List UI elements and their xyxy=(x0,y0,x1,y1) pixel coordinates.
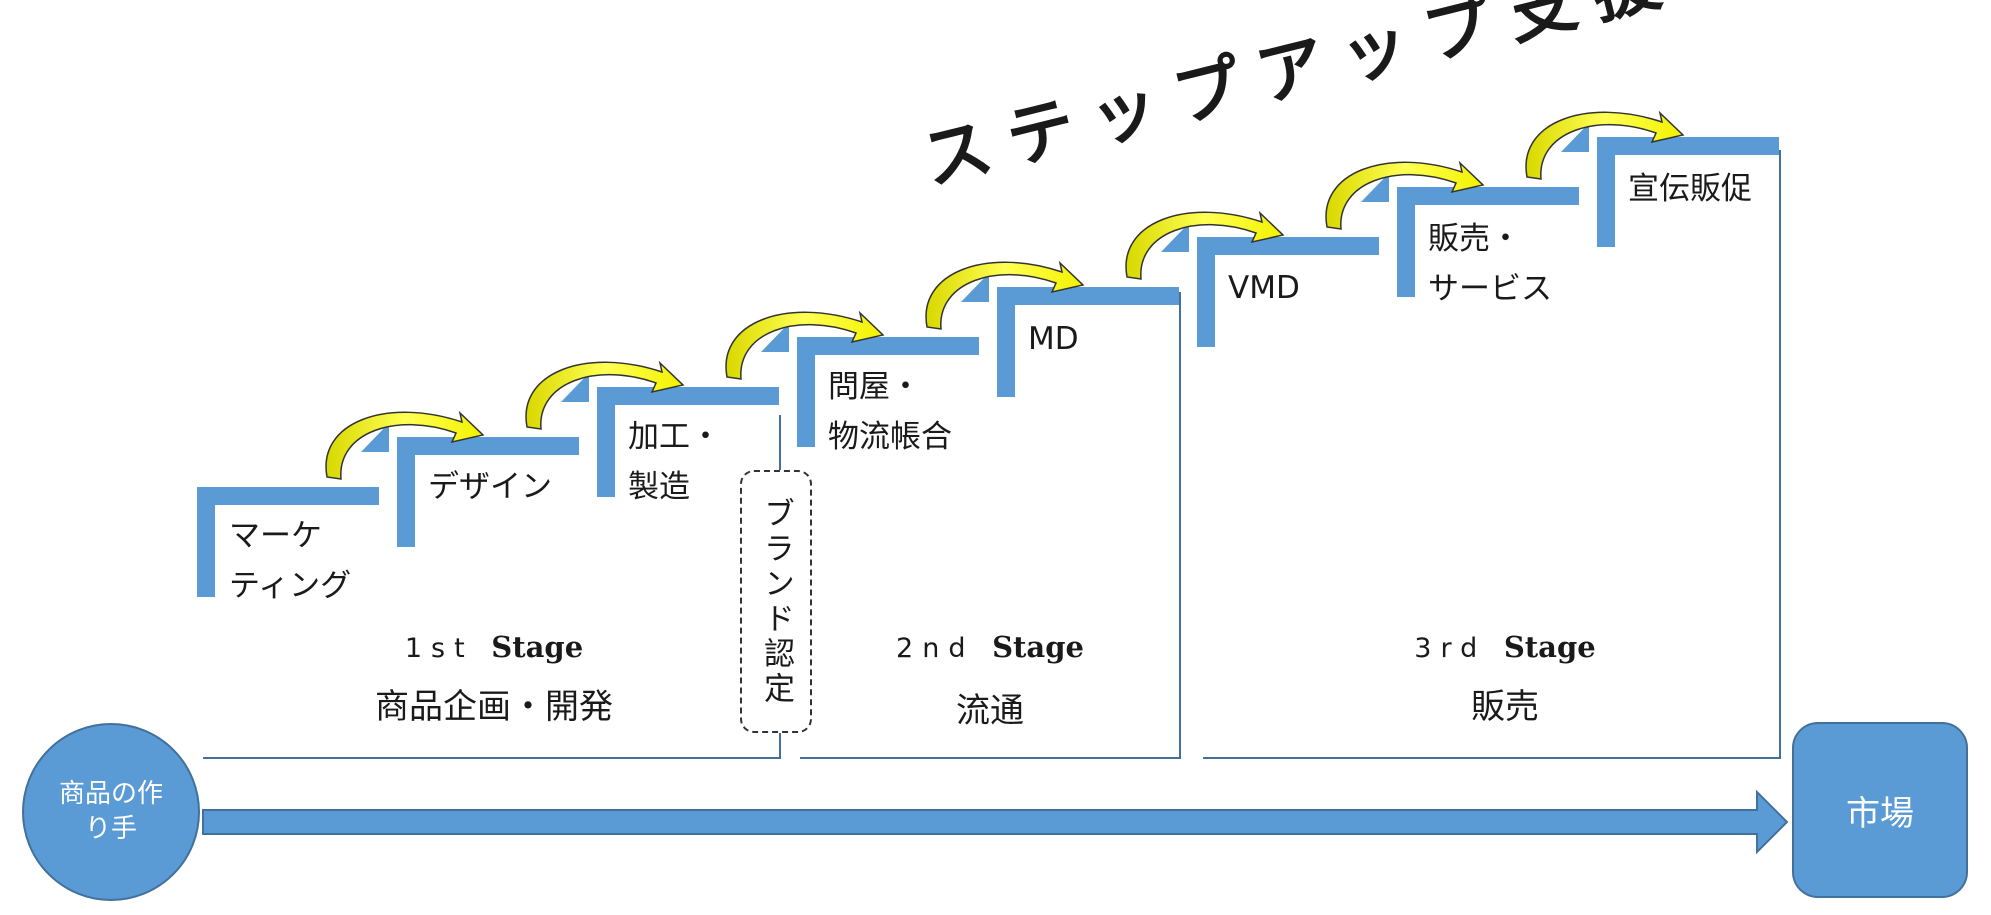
step-label-line: ティング xyxy=(229,567,352,604)
maker-label: 商品の作り手 xyxy=(58,778,163,844)
step-label-line: MD xyxy=(1028,321,1079,357)
step-label-design: デザイン xyxy=(428,463,552,513)
step-label-line: 問屋・ xyxy=(828,369,921,405)
stage-2-name: 流通 xyxy=(956,691,1024,731)
step-label-md: MD xyxy=(1028,315,1079,365)
step-label-promotion: 宣伝販促 xyxy=(1628,165,1752,215)
curved-arrow-body xyxy=(1325,160,1485,230)
step-shape xyxy=(561,373,779,497)
stage-number: 2nd xyxy=(896,633,975,664)
stage-bracket xyxy=(1203,150,1781,759)
stage-number: 1st xyxy=(404,633,474,664)
step-label-line: 製造 xyxy=(628,468,690,505)
step-corner xyxy=(561,373,589,402)
step-label-line: デザイン xyxy=(428,469,552,505)
stage-2-title: 2nd Stage xyxy=(896,630,1084,664)
step-label-line: マーケ xyxy=(229,518,322,554)
curved-arrow xyxy=(1525,110,1685,180)
stage-1-title: 1st Stage xyxy=(405,630,583,664)
curved-arrow xyxy=(525,360,685,430)
curved-arrow-body xyxy=(1525,110,1685,180)
step-corner xyxy=(961,273,989,302)
brand-certification-label: ブランド認定 xyxy=(758,496,795,707)
step-shapes xyxy=(197,123,1779,597)
stage-3-name: 販売 xyxy=(1471,687,1539,727)
curved-arrow xyxy=(325,410,485,480)
maker-circle: 商品の作り手 xyxy=(22,723,200,901)
step-shape xyxy=(1161,223,1379,347)
step-corner xyxy=(1161,223,1189,252)
step-label-line: VMD xyxy=(1228,270,1300,306)
market-label: 市場 xyxy=(1846,793,1914,834)
curved-arrow xyxy=(925,260,1085,330)
market-box: 市場 xyxy=(1792,722,1968,898)
step-label-line: サービス xyxy=(1428,270,1552,307)
step-shape xyxy=(961,273,1179,397)
step-label-marketing: マーケ ティング xyxy=(229,512,351,611)
step-shape xyxy=(761,323,979,447)
step-label-vmd: VMD xyxy=(1228,264,1300,314)
stage-3-title: 3rd Stage xyxy=(1414,630,1595,664)
curved-arrow xyxy=(1125,210,1285,280)
step-corner xyxy=(361,423,389,452)
step-bracket xyxy=(197,487,379,597)
step-bracket xyxy=(1197,237,1379,347)
step-shape xyxy=(1561,123,1779,247)
step-bracket xyxy=(597,387,779,497)
curved-arrow-body xyxy=(525,360,685,430)
step-label-wholesale: 問屋・ 物流帳合 xyxy=(828,363,952,462)
stage-number: 3rd xyxy=(1414,633,1487,664)
step-corner xyxy=(1561,123,1589,152)
curved-arrow-body xyxy=(725,310,885,380)
step-label-line: 加工・ xyxy=(628,419,721,455)
step-corner xyxy=(1361,173,1389,202)
curved-arrow xyxy=(725,310,885,380)
step-bracket xyxy=(1397,187,1579,297)
maker-to-market-arrow xyxy=(202,789,1789,855)
step-label-line: 物流帳合 xyxy=(828,418,952,455)
stage-word: Stage xyxy=(992,630,1084,664)
curved-arrow-body xyxy=(1125,210,1285,280)
step-label-sales-service: 販売・ サービス xyxy=(1428,215,1552,314)
step-label-line: 販売・ xyxy=(1428,221,1521,257)
curved-arrow-body xyxy=(325,410,485,480)
curved-arrow xyxy=(1325,160,1485,230)
stage-1-name: 商品企画・開発 xyxy=(375,687,613,727)
step-corner xyxy=(761,323,789,352)
step-label-line: 宣伝販促 xyxy=(1628,171,1752,207)
step-bracket xyxy=(997,287,1179,397)
brand-certification-box: ブランド認定 xyxy=(740,470,812,733)
step-bracket xyxy=(797,337,979,447)
step-shape xyxy=(1361,173,1579,297)
flow-arrow xyxy=(202,789,1789,855)
stage-bracket xyxy=(800,292,1181,759)
curved-arrow-body xyxy=(925,260,1085,330)
step-label-processing: 加工・ 製造 xyxy=(628,413,721,512)
step-bracket xyxy=(1597,137,1779,247)
stage-word: Stage xyxy=(491,630,584,664)
step-up-arrows xyxy=(325,110,1685,480)
step-shape xyxy=(197,487,379,597)
stage-word: Stage xyxy=(1503,630,1596,664)
step-bracket xyxy=(397,437,579,547)
step-shape xyxy=(361,423,579,547)
